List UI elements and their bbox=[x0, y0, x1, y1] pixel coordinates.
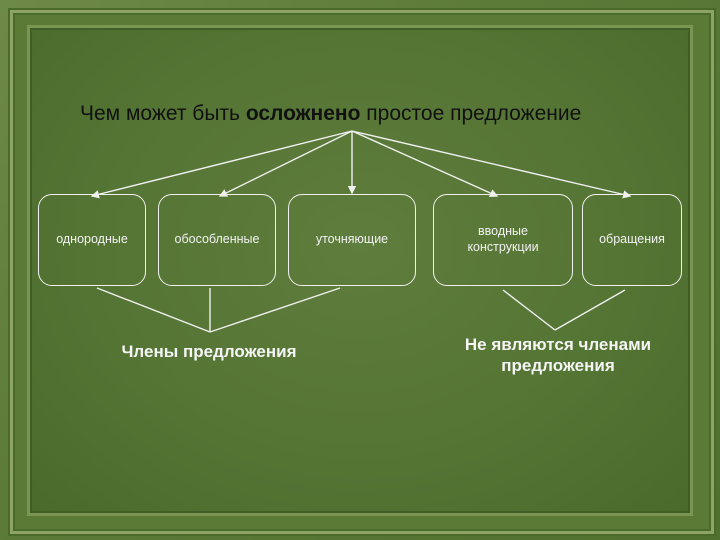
node-address: обращения bbox=[582, 194, 682, 286]
node-separated: обособленные bbox=[158, 194, 276, 286]
group-sentence-members-label: Члены предложения bbox=[121, 342, 297, 361]
group2-right-branch bbox=[554, 289, 626, 331]
node-address-label: обращения bbox=[599, 232, 665, 247]
arrow-to-node-4 bbox=[351, 130, 499, 197]
title-emphasis: осложнено bbox=[245, 102, 361, 125]
group1-right-branch bbox=[209, 287, 341, 333]
arrow-to-node-1 bbox=[90, 130, 353, 199]
arrow-to-node-2 bbox=[218, 130, 353, 197]
node-clarifying-label: уточняющие bbox=[315, 232, 389, 247]
title-prefix: Чем может быть bbox=[80, 102, 246, 125]
group-not-sentence-members: Не являются членами предложения bbox=[440, 334, 676, 377]
node-separated-label: обособленные bbox=[174, 232, 260, 247]
title-suffix: простое предложение bbox=[360, 102, 582, 125]
group1-left-branch bbox=[96, 287, 211, 333]
group-not-sentence-members-label: Не являются членами предложения bbox=[464, 335, 652, 376]
node-homogeneous: однородные bbox=[38, 194, 146, 286]
arrow-to-node-5 bbox=[351, 130, 632, 199]
group2-left-branch bbox=[502, 289, 556, 331]
node-introductory-label: вводные конструкции bbox=[467, 224, 539, 254]
node-introductory: вводные конструкции bbox=[433, 194, 573, 286]
group-sentence-members: Члены предложения bbox=[90, 341, 328, 362]
node-homogeneous-label: однородные bbox=[56, 232, 128, 247]
node-clarifying: уточняющие bbox=[288, 194, 416, 286]
chalkboard-surface bbox=[30, 28, 690, 513]
diagram-title: Чем может быть осложнено простое предлож… bbox=[80, 102, 581, 126]
